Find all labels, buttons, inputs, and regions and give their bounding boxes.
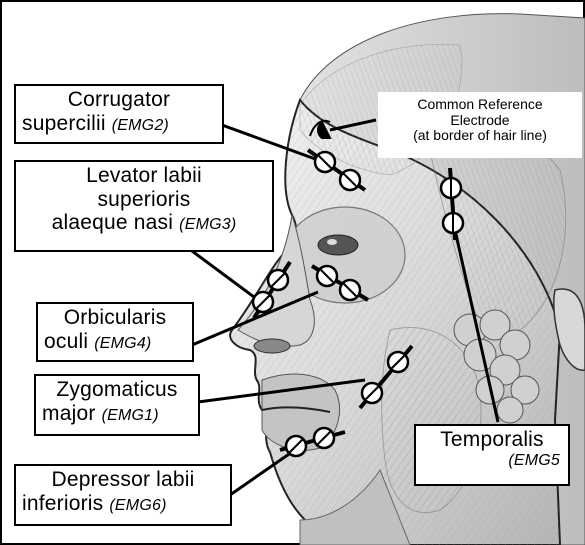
nostril (254, 339, 290, 353)
label-levator-line1: Levator labii (20, 164, 268, 188)
label-corrugator-line1: Corrugator (22, 88, 216, 112)
label-reference: Common Reference Electrode (at border of… (378, 92, 582, 158)
label-depressor-line1: Depressor labii (22, 468, 224, 492)
label-zygomaticus: Zygomaticus major (EMG1) (34, 374, 200, 436)
label-reference-line2: Electrode (384, 113, 576, 129)
label-orbicularis-line1: Orbicularis (44, 306, 186, 330)
label-depressor: Depressor labii inferioris (EMG6) (14, 464, 232, 526)
label-reference-line3: (at border of hair line) (384, 128, 576, 144)
label-levator-line2: superioris (20, 188, 268, 212)
emg-code: (EMG1) (102, 407, 159, 424)
emg-code: (EMG2) (112, 117, 169, 134)
label-depressor-line2: inferioris (EMG6) (22, 492, 224, 516)
label-orbicularis: Orbicularis oculi (EMG4) (36, 302, 194, 362)
label-levator: Levator labii superioris alaeque nasi (E… (14, 160, 274, 252)
emg-code: (EMG4) (94, 335, 151, 352)
label-temporalis: Temporalis (EMG5 (414, 424, 570, 486)
leader-line-levator (188, 248, 258, 300)
label-zygomaticus-line2: major (EMG1) (42, 402, 192, 426)
label-reference-line1: Common Reference (384, 97, 576, 113)
label-zygomaticus-line1: Zygomaticus (42, 378, 192, 402)
eye-highlight (327, 239, 337, 245)
label-temporalis-line1: Temporalis (424, 428, 560, 452)
label-orbicularis-line2: oculi (EMG4) (44, 330, 186, 354)
eye (318, 235, 358, 255)
emg-code: (EMG3) (179, 216, 236, 233)
label-corrugator-line2: supercilii (EMG2) (22, 112, 216, 136)
label-corrugator: Corrugator supercilii (EMG2) (14, 84, 224, 144)
emg-code: (EMG6) (109, 497, 166, 514)
emg-code: (EMG5 (424, 452, 560, 470)
label-levator-line3: alaeque nasi (EMG3) (20, 211, 268, 235)
